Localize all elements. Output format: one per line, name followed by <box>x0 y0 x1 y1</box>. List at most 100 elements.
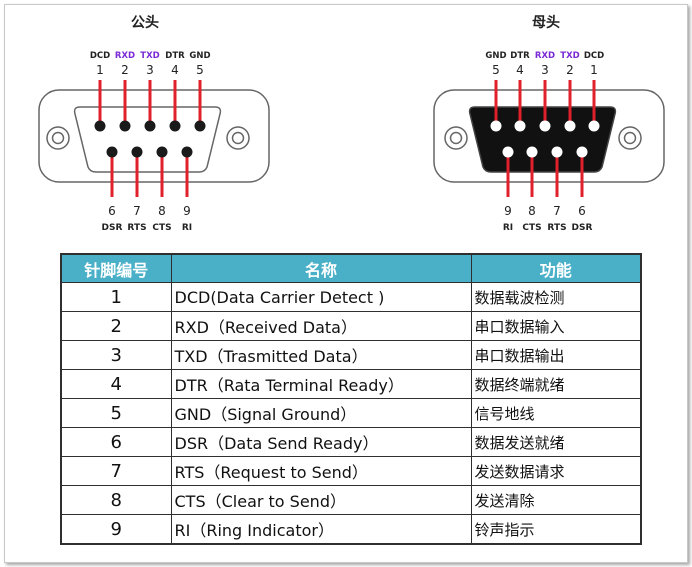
female-pin-number: 3 <box>541 63 549 77</box>
cell-function: 铃声指示 <box>470 514 642 545</box>
male-pin-number: 7 <box>133 204 141 218</box>
male-pin-number: 5 <box>196 63 204 77</box>
table-header-row: 针脚编号 名称 功能 <box>60 253 642 283</box>
female-pin-number: 1 <box>590 63 598 77</box>
male-pin-dot <box>131 146 143 158</box>
cell-function: 信号地线 <box>470 398 642 428</box>
cell-name: RTS（Request to Send） <box>170 456 472 486</box>
male-pin-number: 8 <box>158 204 166 218</box>
female-pin-dot <box>502 146 514 158</box>
female-pin-dot <box>514 120 526 132</box>
female-pin-dot <box>588 120 600 132</box>
cell-name: CTS（Clear to Send） <box>170 485 472 515</box>
cell-pin-number: 2 <box>60 311 172 341</box>
cell-function: 串口数据输出 <box>470 340 642 370</box>
cell-pin-number: 3 <box>60 340 172 370</box>
cell-pin-number: 5 <box>60 398 172 428</box>
male-pin-number: 6 <box>108 204 116 218</box>
male-pin-dot <box>144 120 156 132</box>
cell-pin-number: 8 <box>60 485 172 515</box>
cell-name: DSR（Data Send Ready） <box>170 427 472 457</box>
female-pin-dot <box>564 120 576 132</box>
female-pin-number: 2 <box>566 63 574 77</box>
header-pin-number: 针脚编号 <box>60 253 172 283</box>
cell-function: 串口数据输入 <box>470 311 642 341</box>
header-name: 名称 <box>170 253 472 283</box>
male-pin-label: GND <box>189 51 210 61</box>
female-pin-number: 7 <box>553 204 561 218</box>
male-pin-label: CTS <box>152 223 171 233</box>
male-pin-dot <box>194 120 206 132</box>
male-pin-dot <box>156 146 168 158</box>
female-pin-label: RXD <box>535 51 555 61</box>
female-pin-label: RI <box>503 223 513 233</box>
male-pin-label: TXD <box>140 51 159 61</box>
male-pin-label: RXD <box>115 51 135 61</box>
female-pin-dot <box>576 146 588 158</box>
cell-name: DCD(Data Carrier Detect ) <box>170 282 472 312</box>
female-pin-label: DSR <box>572 223 593 233</box>
male-pin-label: DTR <box>165 51 185 61</box>
female-pin-label: RTS <box>547 223 566 233</box>
female-pin-number: 5 <box>492 63 500 77</box>
male-pin-label: RI <box>182 223 192 233</box>
db9-connector-diagram: 公头 母头 DCD1RXD2TXD3DTR4GND56DSR7RTS8CTS9R… <box>38 14 665 233</box>
female-pin-dot <box>526 146 538 158</box>
female-pin-number: 4 <box>516 63 524 77</box>
cell-pin-number: 9 <box>60 514 172 545</box>
cell-function: 数据载波检测 <box>470 282 642 312</box>
male-pin-number: 2 <box>121 63 129 77</box>
female-pin-dot <box>539 120 551 132</box>
cell-pin-number: 6 <box>60 427 172 457</box>
male-connector <box>38 89 270 183</box>
male-pin-dot <box>106 146 118 158</box>
male-pin-label: RTS <box>127 223 146 233</box>
male-pin-number: 9 <box>183 204 191 218</box>
male-pin-number: 1 <box>96 63 104 77</box>
header-function: 功能 <box>470 253 642 283</box>
female-pin-label: DTR <box>510 51 530 61</box>
cell-name: DTR（Rata Terminal Ready） <box>170 369 472 399</box>
female-pin-label: GND <box>485 51 506 61</box>
female-pin-label: DCD <box>584 51 604 61</box>
male-connector-title: 公头 <box>131 14 159 31</box>
female-pin-number: 8 <box>528 204 536 218</box>
female-pin-label: CTS <box>522 223 541 233</box>
cell-function: 数据发送就绪 <box>470 427 642 457</box>
cell-pin-number: 7 <box>60 456 172 486</box>
cell-function: 发送清除 <box>470 485 642 515</box>
female-pin-number: 6 <box>578 204 586 218</box>
female-pin-dot <box>551 146 563 158</box>
male-pin-dot <box>119 120 131 132</box>
male-pin-dot <box>94 120 106 132</box>
cell-function: 数据终端就绪 <box>470 369 642 399</box>
cell-name: RI（Ring Indicator） <box>170 514 472 545</box>
male-pin-label: DSR <box>102 223 123 233</box>
male-pin-dot <box>181 146 193 158</box>
female-pin-number: 9 <box>504 204 512 218</box>
male-pin-number: 3 <box>146 63 154 77</box>
cell-function: 发送数据请求 <box>470 456 642 486</box>
male-pin-label: DCD <box>90 51 110 61</box>
male-pin-number: 4 <box>171 63 179 77</box>
cell-pin-number: 1 <box>60 282 172 312</box>
female-connector-title: 母头 <box>532 14 560 31</box>
male-pin-dot <box>169 120 181 132</box>
pins-layer: DCD1RXD2TXD3DTR4GND56DSR7RTS8CTS9RIGND5D… <box>90 51 604 233</box>
cell-name: TXD（Trasmitted Data） <box>170 340 472 370</box>
cell-name: GND（Signal Ground） <box>170 398 472 428</box>
cell-pin-number: 4 <box>60 369 172 399</box>
female-pin-label: TXD <box>560 51 579 61</box>
female-connector <box>433 89 665 183</box>
